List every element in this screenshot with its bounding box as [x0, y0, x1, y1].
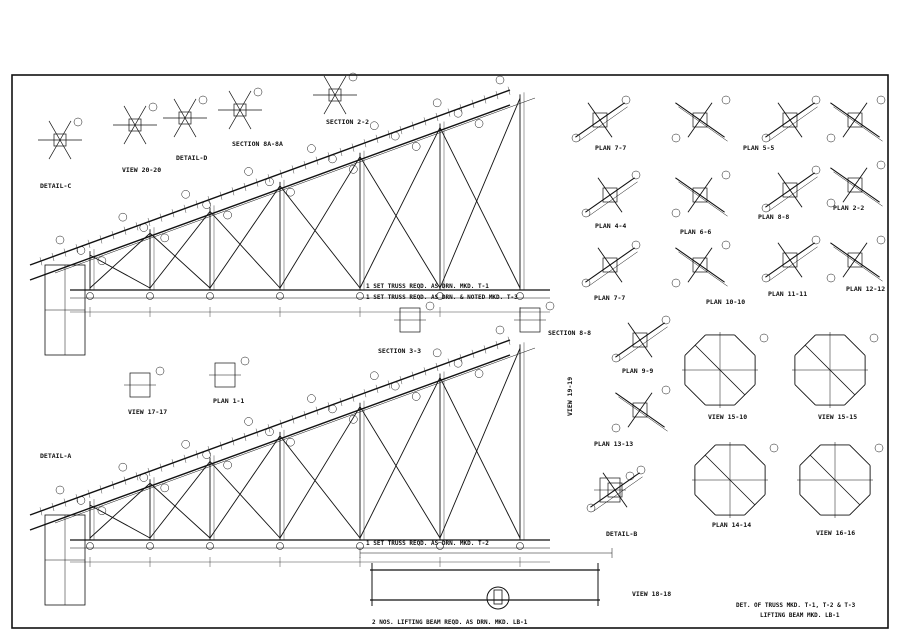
linework: [38, 72, 635, 606]
label-plan-10-10: PLAN 10-10: [706, 298, 745, 306]
label-view-16-16: VIEW 16-16: [816, 529, 855, 537]
label-plan-14-14: PLAN 14-14: [712, 521, 751, 529]
label-plan-11-11: PLAN 11-11: [768, 290, 807, 298]
label-plan-5-5: PLAN 5-5: [743, 144, 774, 152]
view-labels: DETAIL-C VIEW 20-20 DETAIL-D SECTION 8A-…: [40, 118, 885, 598]
label-plan-8-8: PLAN 8-8: [758, 213, 789, 221]
label-plan-2-2: PLAN 2-2: [833, 204, 864, 212]
title-block: DET. OF TRUSS MKD. T-1, T-2 & T-3 LIFTIN…: [736, 602, 856, 619]
label-view-15-15: VIEW 15-15: [818, 413, 857, 421]
label-detail-d: DETAIL-D: [176, 154, 207, 162]
label-view-15-10: VIEW 15-10: [708, 413, 747, 421]
label-section-8-8: SECTION 8-8: [548, 329, 591, 337]
note-lifting-beam: 2 NOS. LIFTING BEAM REQD. AS DRN. MKD. L…: [372, 619, 528, 626]
label-plan-6-6: PLAN 6-6: [680, 228, 711, 236]
label-plan-4-4: PLAN 4-4: [595, 222, 626, 230]
label-detail-a: DETAIL-A: [40, 452, 71, 460]
label-plan-7-7: PLAN 7-7: [594, 294, 625, 302]
label-section-3-3: SECTION 3-3: [378, 347, 421, 355]
label-plan-1-1: PLAN 1-1: [213, 397, 244, 405]
label-plan-12-12: PLAN 12-12: [846, 285, 885, 293]
label-view-19-19: VIEW 19-19: [566, 377, 574, 416]
note-truss-t1: 1 SET TRUSS REQD. AS DRN. MKD. T-1: [366, 283, 489, 290]
label-section-2-2: SECTION 2-2: [326, 118, 369, 126]
truss-lower: [29, 325, 550, 567]
label-detail-b: DETAIL-B: [606, 530, 637, 538]
lifting-beam-elevation: [359, 548, 613, 610]
truss-upper: [29, 75, 550, 317]
label-detail-c: DETAIL-C: [40, 182, 71, 190]
label-view-20-20: VIEW 20-20: [122, 166, 161, 174]
label-plan-13-13: PLAN 13-13: [594, 440, 633, 448]
title-line-2: LIFTING BEAM MKD. LB-1: [760, 612, 840, 619]
label-view-18-18: VIEW 18-18: [632, 590, 671, 598]
label-view-17-17: VIEW 17-17: [128, 408, 167, 416]
label-section-aa: SECTION 8A-8A: [232, 140, 283, 148]
requirement-notes: 1 SET TRUSS REQD. AS DRN. MKD. T-1 1 SET…: [366, 283, 528, 626]
note-truss-t2: 1 SET TRUSS REQD. AS DRN. MKD. T-2: [366, 540, 489, 547]
title-line-1: DET. OF TRUSS MKD. T-1, T-2 & T-3: [736, 602, 856, 609]
label-plan-7-7-top: PLAN 7-7: [595, 144, 626, 152]
note-truss-t3: 1 SET TRUSS REQD. AS DRN. & NOTED MKD. T…: [366, 294, 518, 301]
label-plan-9-9: PLAN 9-9: [622, 367, 653, 375]
drawing-border: [11, 74, 889, 629]
plan-details: [571, 95, 886, 518]
